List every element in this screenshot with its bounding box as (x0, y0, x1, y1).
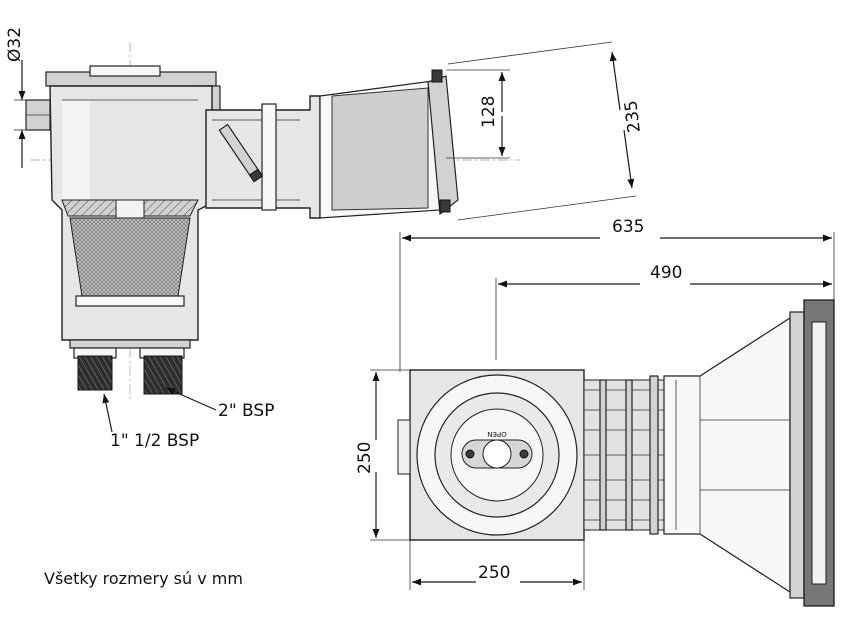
top-view: 635 490 250 250 OPEN (355, 217, 835, 607)
dim-pipe-diameter: Ø32 (5, 27, 25, 62)
label-thread-small: 1" 1/2 BSP (110, 431, 199, 451)
dim-total-length: 635 (612, 217, 644, 237)
dim-mouth-height: 128 (479, 96, 499, 128)
dim-mouth-outer: 235 (621, 99, 645, 134)
lid-mark: OPEN (487, 430, 506, 438)
units-note: Všetky rozmery sú v mm (44, 569, 243, 588)
dim-body-to-front: 490 (650, 263, 682, 283)
dim-body-width: 250 (478, 563, 510, 583)
label-thread-large: 2" BSP (218, 401, 274, 421)
side-view: Ø32 128 235 2" BSP 1" 1/2 BSP (5, 27, 645, 451)
dim-width: 250 (355, 442, 375, 474)
